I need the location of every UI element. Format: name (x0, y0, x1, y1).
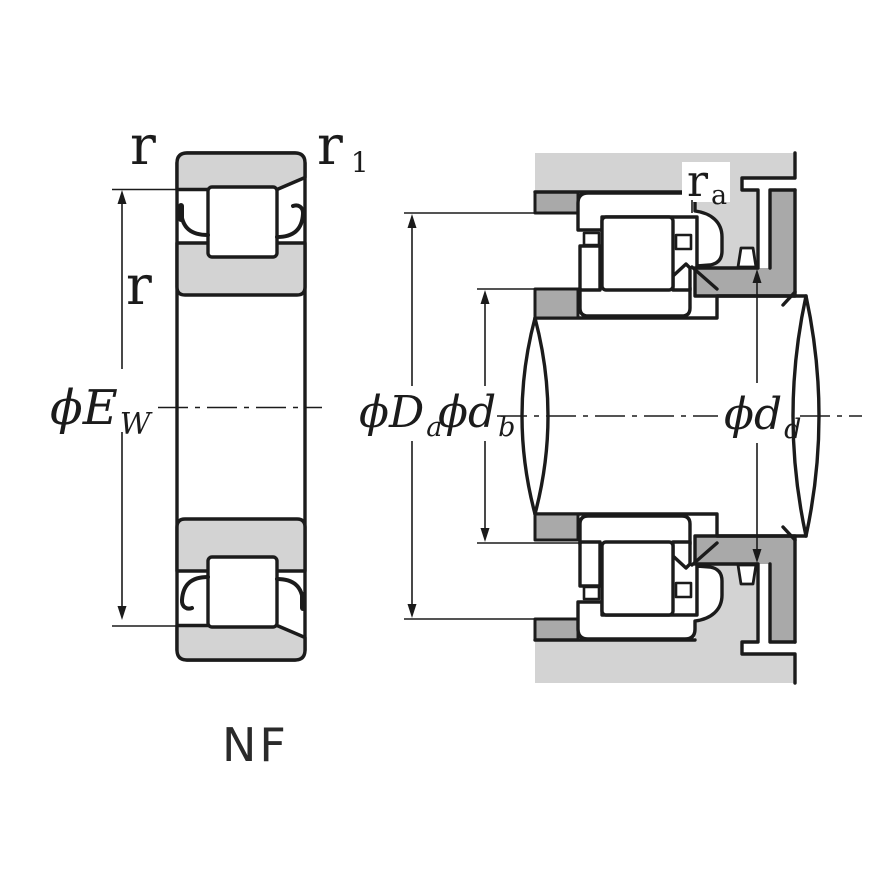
inner-ring-bottom-right-rib (671, 540, 692, 570)
arrowhead-Ew-down (117, 606, 127, 620)
inner-ring-top-left-rib (578, 244, 602, 292)
arrowhead-Ew-up (117, 190, 127, 204)
roller-bottom (206, 555, 279, 629)
dimension-db (477, 288, 582, 544)
arrowhead-dd-down (752, 549, 762, 563)
cage-bar-bottom-right (676, 583, 691, 597)
arrowhead-Da-down (407, 604, 417, 618)
label-r-top: r (130, 114, 156, 177)
shaft-abutment-top (533, 287, 580, 320)
label-dd: ϕdd (724, 389, 801, 445)
housing-abutment-top (533, 190, 580, 215)
label-db: ϕdb (438, 387, 515, 443)
housing-bottom (535, 564, 795, 683)
shaft-abutment-bottom (533, 512, 580, 542)
housing-groove-top (696, 151, 797, 270)
arrowhead-dd-up (752, 269, 762, 283)
label-r-inner: r (126, 254, 152, 317)
roller-top-right-fig (600, 215, 675, 292)
roller-bottom-right-fig (600, 540, 675, 617)
cage-bar-top-right-outline (674, 233, 693, 251)
dimension-Da (404, 212, 578, 620)
inner-ring-top-right-rib (671, 262, 692, 292)
outer-ring-bottom-outline (175, 623, 307, 662)
shaft-break-right-a (791, 294, 808, 538)
mounted-arrangement: ra ϕDa ϕdb ϕdd (359, 151, 862, 685)
cage-hook-top-right (275, 203, 306, 239)
cage-bar-top-left (584, 233, 599, 245)
inner-ring-bottom-outline (175, 517, 307, 573)
collar-outline-top (693, 188, 797, 298)
dimension-dd (752, 269, 762, 563)
arrowhead-db-down (480, 528, 490, 542)
inner-ring-top-body (578, 286, 692, 318)
cage-bar-top-left-outline (582, 231, 601, 247)
roller-top (206, 185, 279, 259)
cage-bar-bottom-right-outline (674, 581, 693, 599)
ra-label-patch (682, 162, 730, 202)
housing-edges (533, 151, 797, 685)
collar-outline-bottom (693, 534, 797, 644)
snap-ring-bottom (736, 563, 758, 586)
inner-ring-bottom-body (578, 514, 692, 546)
snap-ring-top (736, 246, 758, 269)
caption-nf: NF (222, 718, 289, 772)
outer-ring-bottom-section (177, 625, 305, 660)
label-Ew: ϕEW (50, 380, 153, 442)
outer-ring-top-outline (175, 151, 307, 192)
shaft-step-chamfer-bottom (781, 525, 797, 542)
cover-edge-top (768, 188, 797, 270)
label-Da: ϕDa (359, 387, 442, 443)
arrowhead-db-up (480, 290, 490, 304)
housing-groove-bottom (696, 562, 797, 685)
dimension-Ew (112, 188, 178, 627)
cover-edge-bottom (768, 562, 797, 644)
inner-ring-bottom-left-rib (578, 540, 602, 588)
cage-bar-bottom-left-outline (582, 585, 601, 601)
arrowhead-Da-up (407, 214, 417, 228)
cage-bar-top-right (676, 235, 691, 249)
cage-hook-bottom-left (179, 575, 210, 611)
housing-abutment-bottom (533, 617, 580, 642)
bearing-top-half (576, 191, 758, 318)
inner-ring-top-outline (175, 241, 307, 297)
shaft-step-chamfer-top (781, 290, 797, 307)
cage-section (178, 203, 306, 611)
bearing-bottom-half (576, 514, 758, 641)
outer-ring-top-section (177, 153, 305, 190)
cage-bar-bottom-left (584, 587, 599, 599)
